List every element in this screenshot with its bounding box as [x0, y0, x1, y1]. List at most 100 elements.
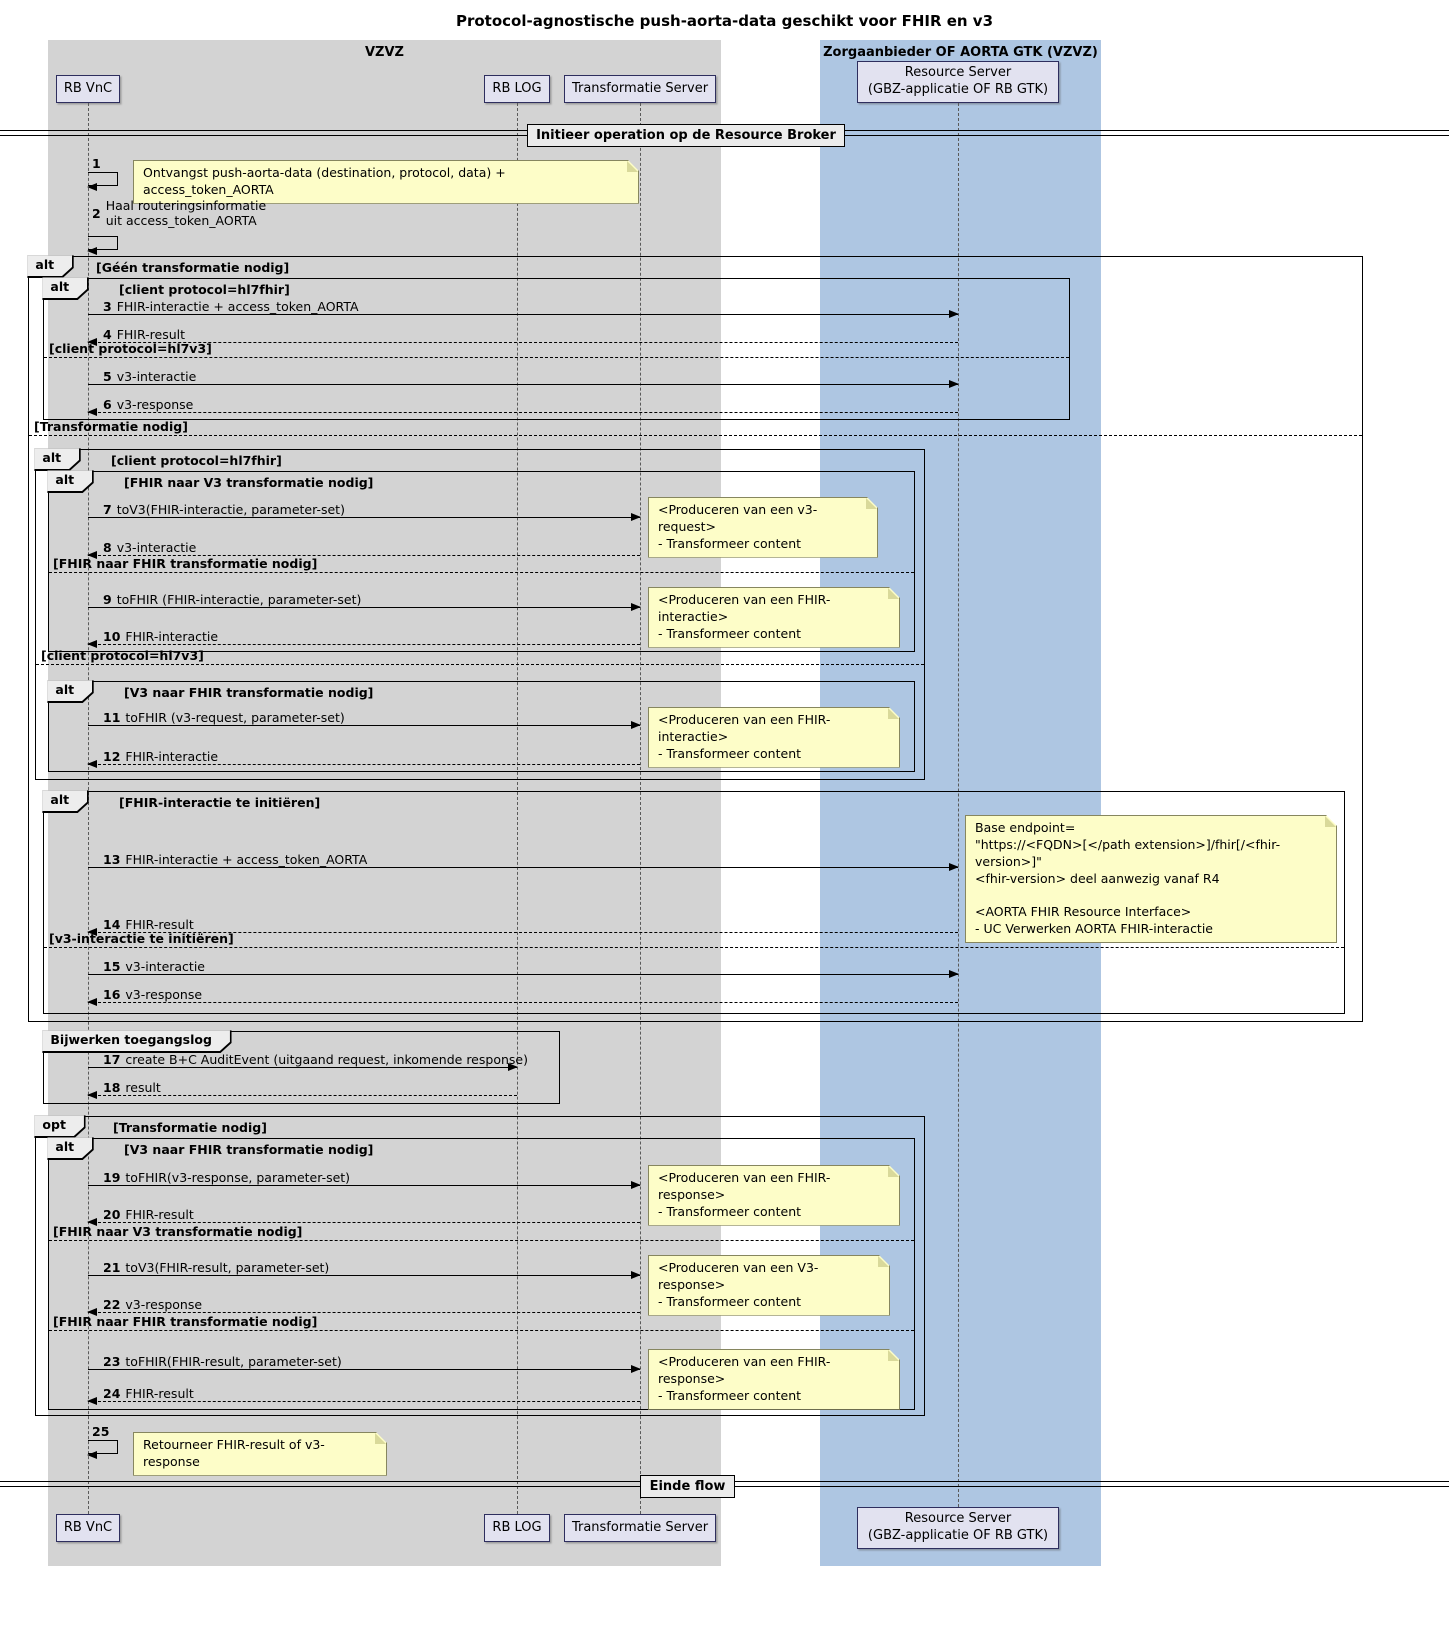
frame-else-line: [49, 1240, 914, 1241]
frame-alt-response-transformaties: alt [V3 naar FHIR transformatie nodig] […: [48, 1138, 915, 1410]
frame-else-label: [FHIR naar FHIR transformatie nodig]: [53, 1314, 318, 1329]
message-1-label: 1: [92, 156, 101, 171]
message-25-label: 25: [92, 1424, 110, 1439]
divider-initieer-operation: Initieer operation op de Resource Broker: [527, 124, 845, 147]
participant-label: RB LOG: [492, 1519, 542, 1535]
frame-else-line: [44, 947, 1344, 948]
frame-else-line: [49, 572, 914, 573]
message-25-arrow: [87, 1440, 118, 1459]
note-produceren-v3-request: <Produceren van een v3-request> - Transf…: [648, 497, 878, 558]
note-produceren-fhir-interactie-2: <Produceren van een FHIR-interactie> - T…: [648, 707, 900, 768]
frame-condition: [V3 naar FHIR transformatie nodig]: [124, 685, 374, 700]
frame-else-label: [FHIR naar FHIR transformatie nodig]: [53, 556, 318, 571]
frame-else-line: [36, 664, 924, 665]
frame-tab: alt: [42, 277, 88, 300]
participant-sublabel: (GBZ-applicatie OF RB GTK): [867, 1528, 1049, 1543]
lifeline-resource-server: [958, 103, 959, 1507]
note-produceren-fhir-interactie-1: <Produceren van een FHIR-interactie> - T…: [648, 587, 900, 648]
note-base-endpoint: Base endpoint= "https://<FQDN>[</path ex…: [965, 815, 1337, 943]
participant-label: Transformatie Server: [571, 80, 709, 96]
frame-kind-label: alt: [47, 1137, 92, 1158]
frame-alt-geen-transformatie: alt [Géén transformatie nodig] [Transfor…: [28, 256, 1363, 1022]
zorgaanbieder-box-title: Zorgaanbieder OF AORTA GTK (VZVZ): [823, 45, 1098, 60]
frame-kind-label: opt: [34, 1115, 84, 1136]
frame-condition: [FHIR naar V3 transformatie nodig]: [124, 475, 374, 490]
participant-sublabel: (GBZ-applicatie OF RB GTK): [867, 82, 1049, 97]
message-1-arrow: [87, 172, 118, 191]
frame-kind-label: alt: [47, 470, 92, 491]
frame-tab: alt: [27, 255, 73, 278]
frame-else-line: [29, 435, 1362, 436]
frame-else-label: [client protocol=hl7v3]: [49, 341, 212, 356]
frame-kind-label: alt: [42, 277, 87, 298]
frame-kind-label: alt: [42, 790, 87, 811]
divider-einde-flow: Einde flow: [640, 1475, 735, 1498]
lifeline-transformatie-server: [640, 103, 641, 1514]
frame-else-line: [44, 357, 1069, 358]
participant-rb-vnc-bottom: RB VnC: [56, 1514, 120, 1542]
frame-else-label: [Transformatie nodig]: [34, 419, 188, 434]
diagram-title: Protocol-agnostische push-aorta-data ges…: [455, 12, 994, 30]
lifeline-rb-vnc: [88, 103, 89, 1514]
lifeline-rb-log: [517, 103, 518, 1514]
frame-tab: alt: [47, 470, 93, 493]
frame-tab: alt: [47, 1137, 93, 1160]
frame-opt-transformatie-nodig: opt [Transformatie nodig]: [35, 1116, 925, 1416]
frame-condition: [Transformatie nodig]: [113, 1120, 267, 1135]
frame-condition: [V3 naar FHIR transformatie nodig]: [124, 1142, 374, 1157]
participant-label: Transformatie Server: [571, 1519, 709, 1535]
frame-tab: alt: [34, 448, 80, 471]
frame-kind-label: alt: [47, 680, 92, 701]
participant-rb-log-top: RB LOG: [484, 75, 550, 103]
participant-label: Resource Server: [904, 65, 1012, 81]
frame-condition: [client protocol=hl7fhir]: [119, 282, 290, 297]
frame-alt-fhir-naar-v3: alt [FHIR naar V3 transformatie nodig] […: [48, 471, 915, 652]
frame-else-label: [FHIR naar V3 transformatie nodig]: [53, 1224, 303, 1239]
participant-label: RB VnC: [63, 1519, 113, 1535]
frame-condition: [FHIR-interactie te initiëren]: [119, 795, 321, 810]
frame-tab: Bijwerken toegangslog: [42, 1030, 231, 1053]
frame-condition: [Géén transformatie nodig]: [96, 260, 290, 275]
frame-tab: alt: [42, 790, 88, 813]
note-produceren-fhir-response-1: <Produceren van een FHIR-response> - Tra…: [648, 1165, 900, 1226]
frame-else-line: [49, 1330, 914, 1331]
participant-rb-log-bottom: RB LOG: [484, 1514, 550, 1542]
participant-transformatie-server-bottom: Transformatie Server: [564, 1514, 716, 1542]
participant-rb-vnc-top: RB VnC: [56, 75, 120, 103]
vzvz-box: VZVZ: [48, 40, 721, 1566]
note-produceren-fhir-response-2: <Produceren van een FHIR-response> - Tra…: [648, 1349, 900, 1410]
note-ontvangst-push-aorta-data: Ontvangst push-aorta-data (destination, …: [133, 160, 639, 204]
participant-label: RB LOG: [492, 80, 542, 96]
note-produceren-v3-response: <Produceren van een V3-response> - Trans…: [648, 1255, 890, 1316]
participant-resource-server-bottom: Resource Server (GBZ-applicatie OF RB GT…: [857, 1507, 1059, 1549]
note-retourneer-result: Retourneer FHIR-result of v3-response: [133, 1432, 387, 1476]
message-2-arrow: [87, 236, 118, 255]
vzvz-box-title: VZVZ: [365, 45, 404, 60]
frame-group-bijwerken-toegangslog: Bijwerken toegangslog: [43, 1031, 560, 1104]
participant-label: Resource Server: [904, 1511, 1012, 1527]
